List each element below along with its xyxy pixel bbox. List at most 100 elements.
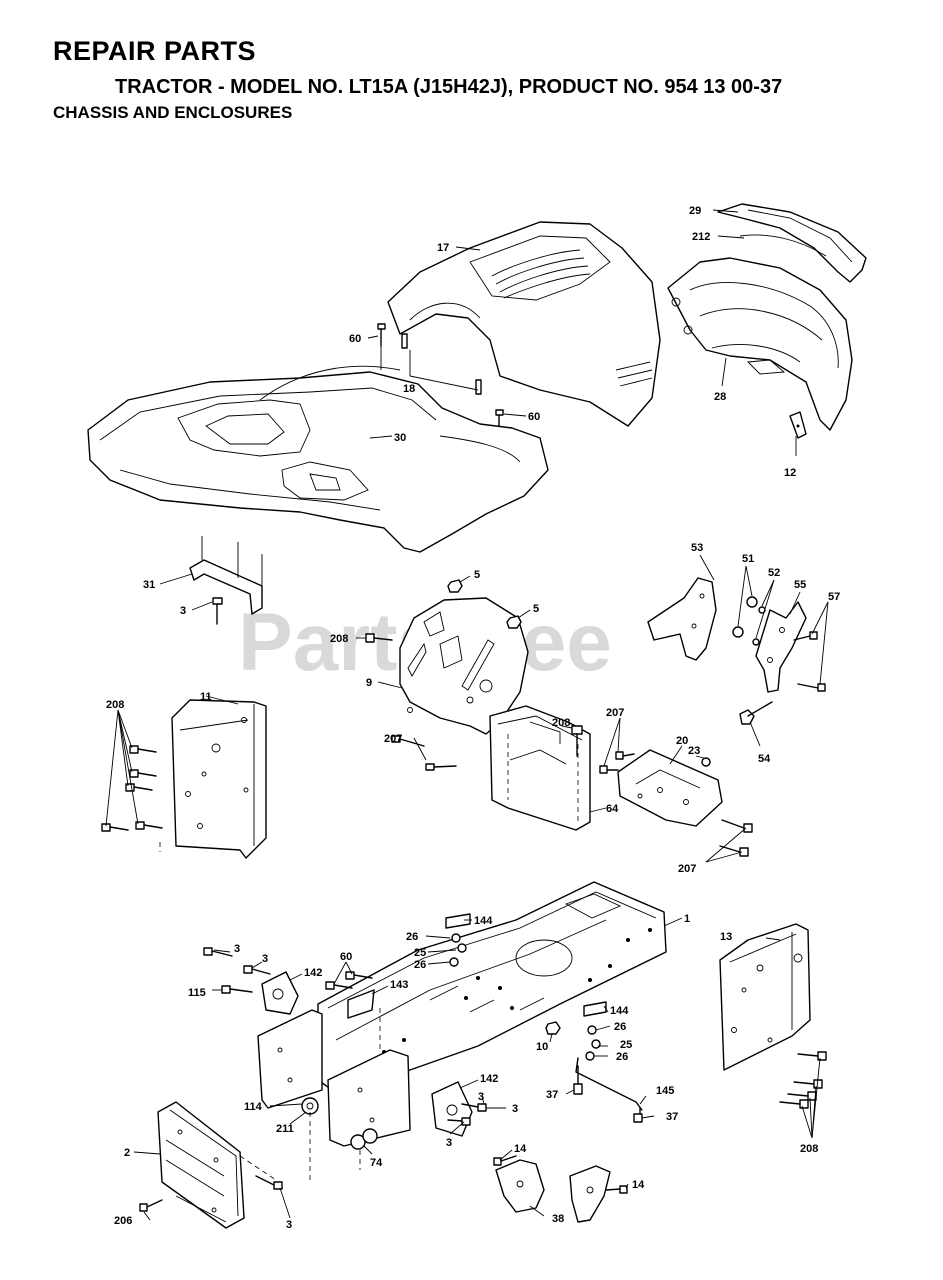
- part-11-left-panel: [171, 699, 267, 859]
- callout-143: 143: [390, 979, 408, 991]
- callout-55: 55: [794, 579, 806, 591]
- part-55-lever: [755, 601, 807, 693]
- callout-13: 13: [720, 931, 732, 943]
- part-74-wheels: [350, 1128, 378, 1150]
- part-51-52-hardware: [732, 596, 766, 646]
- part-54-bolt: [739, 701, 773, 725]
- callout-52: 52: [768, 567, 780, 579]
- part-3-115-bolts: [203, 947, 373, 994]
- callout-17: 17: [437, 242, 449, 254]
- callout-18: 18: [403, 383, 415, 395]
- callout-10: 10: [536, 1041, 548, 1053]
- callout-26: 26: [614, 1021, 626, 1033]
- part-20-plate: [617, 749, 723, 827]
- part-12-bracket: [789, 411, 807, 439]
- callout-38: 38: [552, 1213, 564, 1225]
- callout-115: 115: [188, 987, 206, 999]
- callout-142: 142: [480, 1073, 498, 1085]
- callout-30: 30: [394, 432, 406, 444]
- callout-60: 60: [528, 411, 540, 423]
- part-2-front-bracket: [157, 1101, 245, 1229]
- callout-11: 11: [200, 691, 212, 703]
- assembly-guides: [159, 842, 381, 1181]
- callout-28: 28: [714, 391, 726, 403]
- section-title: CHASSIS AND ENCLOSURES: [53, 103, 293, 122]
- part-144-clips: [445, 913, 607, 1017]
- model-line: TRACTOR - MODEL NO. LT15A (J15H42J), PRO…: [115, 76, 783, 98]
- part-57-bolts: [793, 631, 826, 692]
- callout-207: 207: [678, 863, 696, 875]
- callout-14: 14: [514, 1143, 527, 1155]
- part-31-support: [189, 536, 263, 615]
- part-206-bolt: [139, 1199, 163, 1212]
- callout-211: 211: [276, 1123, 294, 1135]
- part-14-bolts: [493, 1155, 628, 1194]
- part-64-dash-support: [489, 705, 591, 831]
- part-211-spacer: [301, 1097, 319, 1115]
- front-plate-right: [327, 1049, 411, 1147]
- callout-54: 54: [758, 753, 771, 765]
- callout-207: 207: [384, 733, 402, 745]
- callout-74: 74: [370, 1157, 383, 1169]
- part-208-stud: [571, 725, 583, 757]
- callout-5: 5: [533, 603, 539, 615]
- part-18-pins: [401, 333, 482, 395]
- callout-144: 144: [610, 1005, 629, 1017]
- callout-37: 37: [546, 1089, 558, 1101]
- part-207-bolts-top: [599, 751, 635, 774]
- callout-145: 145: [656, 1085, 674, 1097]
- callout-5: 5: [474, 569, 480, 581]
- callout-53: 53: [691, 542, 703, 554]
- callout-206: 206: [114, 1215, 132, 1227]
- callout-26: 26: [616, 1051, 628, 1063]
- callout-labels: 29 212 17 60 18 60 28 30 12 53 51 52 55 …: [106, 205, 840, 1231]
- callout-3: 3: [286, 1219, 292, 1231]
- part-17-hood: [387, 221, 661, 427]
- part-9-dash-panel: [399, 597, 529, 735]
- callout-208: 208: [552, 717, 570, 729]
- callout-37: 37: [666, 1111, 678, 1123]
- callout-26: 26: [406, 931, 418, 943]
- callout-23: 23: [688, 745, 700, 757]
- callout-60: 60: [349, 333, 361, 345]
- callout-14: 14: [632, 1179, 645, 1191]
- leader-lines: [105, 209, 829, 1221]
- part-1-frame: [317, 881, 667, 1105]
- part-142-bracket-lower: [431, 1081, 473, 1137]
- front-plate-left: [257, 1009, 323, 1109]
- callout-29: 29: [689, 205, 701, 217]
- part-3-bolts-lower: [255, 1103, 487, 1190]
- callout-60: 60: [340, 951, 352, 963]
- part-29-trim: [717, 203, 867, 283]
- callout-25: 25: [414, 947, 426, 959]
- callout-1: 1: [684, 913, 690, 925]
- callout-3: 3: [262, 953, 268, 965]
- part-3-bolt-top: [212, 597, 223, 625]
- callout-26: 26: [414, 959, 426, 971]
- part-38-brackets: [495, 1159, 611, 1223]
- part-53-bracket: [647, 577, 717, 661]
- part-10-nut: [545, 1021, 561, 1035]
- part-142-bracket-top: [261, 971, 299, 1015]
- part-5-nuts: [447, 579, 522, 629]
- callout-212: 212: [692, 231, 710, 243]
- callout-3: 3: [446, 1137, 452, 1149]
- part-30-body-pan: [87, 365, 549, 553]
- callout-31: 31: [143, 579, 155, 591]
- part-208-bolts-left: [101, 745, 163, 832]
- callout-9: 9: [366, 677, 372, 689]
- callout-2: 2: [124, 1147, 130, 1159]
- callout-3: 3: [478, 1091, 484, 1103]
- callout-64: 64: [606, 803, 619, 815]
- callout-3: 3: [512, 1103, 518, 1115]
- callout-12: 12: [784, 467, 796, 479]
- part-207-bolts-right: [719, 819, 753, 857]
- callout-144: 144: [474, 915, 493, 927]
- part-208-bolts-right: [779, 1051, 827, 1109]
- page-title: REPAIR PARTS: [53, 36, 257, 66]
- part-13-right-panel: [719, 923, 811, 1071]
- callout-207: 207: [606, 707, 624, 719]
- part-23-nut: [701, 757, 711, 767]
- part-143-plate: [347, 989, 375, 1019]
